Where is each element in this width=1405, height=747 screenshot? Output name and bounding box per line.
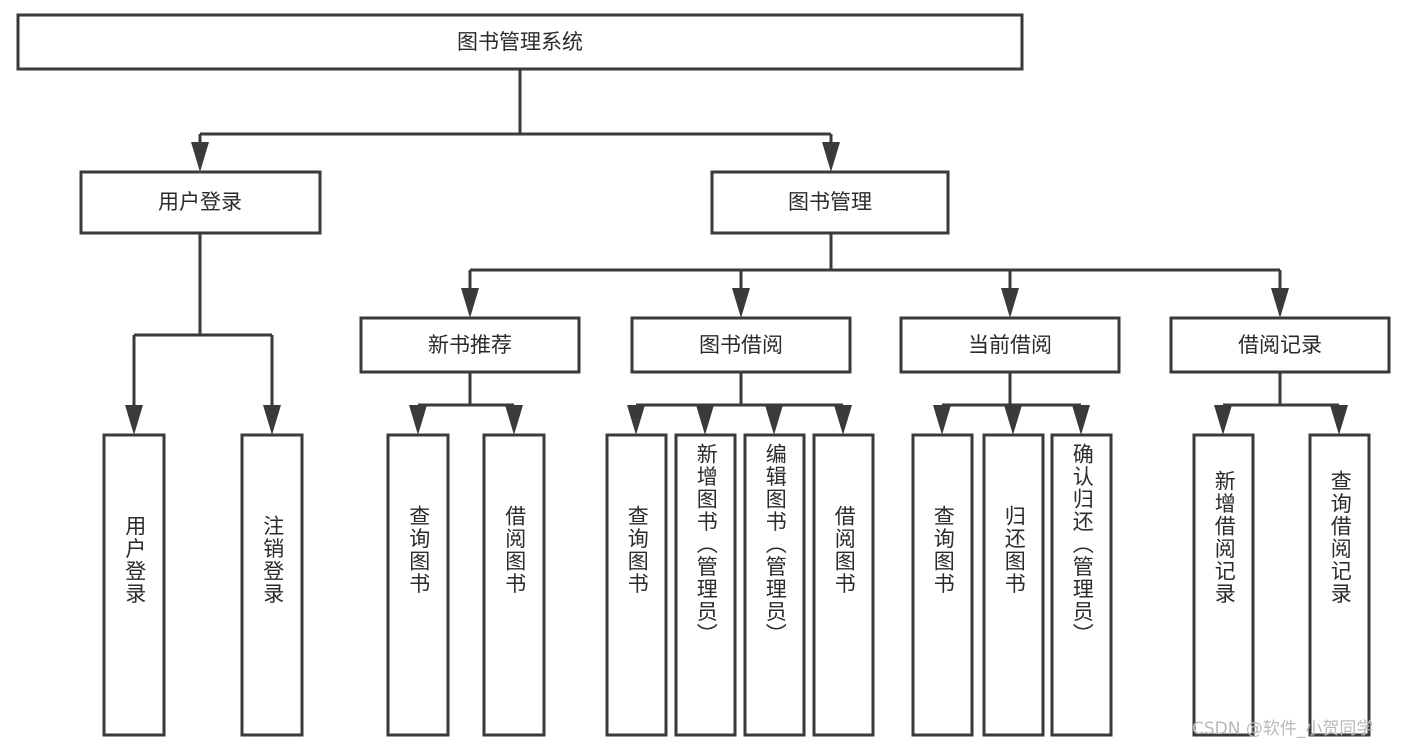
node-leaf-borrow-book-2[interactable]: [812, 433, 875, 737]
node-borrow-record[interactable]: [1169, 316, 1391, 374]
arrow-head-new-book-rec: [461, 288, 479, 318]
node-root[interactable]: [16, 13, 1024, 71]
node-new-book-rec-label: 新书推荐: [428, 333, 512, 357]
arrow-head-leaf-return-book: [1004, 405, 1022, 435]
arrow-head-current-borrow: [1001, 288, 1019, 318]
node-borrow-record-label: 借阅记录: [1238, 333, 1322, 357]
node-user-login-label: 用户登录: [158, 190, 242, 214]
node-current-borrow-label: 当前借阅: [968, 333, 1052, 357]
node-leaf-edit-book[interactable]: [743, 433, 806, 737]
node-leaf-borrow-book-1[interactable]: [482, 433, 546, 737]
node-current-borrow[interactable]: [899, 316, 1121, 374]
node-root-label: 图书管理系统: [457, 30, 583, 54]
node-leaf-query-book-2[interactable]: [605, 433, 668, 737]
node-book-manage-label: 图书管理: [788, 190, 872, 214]
watermark: CSDN @软件_小贺同学: [1192, 719, 1374, 739]
arrow-head-borrow-record: [1271, 288, 1289, 318]
boxes-layer: 图书管理系统 用户登录 图书管理 新书推荐 图书借阅 当前借阅 借阅记录: [16, 13, 1391, 737]
node-leaf-query-record[interactable]: [1308, 433, 1371, 737]
node-leaf-query-book-3[interactable]: [911, 433, 974, 737]
node-new-book-rec[interactable]: [359, 316, 581, 374]
arrow-head-book-manage: [822, 142, 840, 172]
arrow-head-leaf-user-login: [125, 405, 143, 435]
arrow-head-user-login: [191, 142, 209, 172]
arrow-head-leaf-confirm-return: [1072, 405, 1090, 435]
node-leaf-add-record[interactable]: [1192, 433, 1255, 737]
node-leaf-confirm-return[interactable]: [1050, 433, 1113, 737]
arrow-head-leaf-borrow-book-1: [505, 405, 523, 435]
node-leaf-query-book-1[interactable]: [386, 433, 450, 737]
node-book-borrow[interactable]: [630, 316, 852, 374]
arrow-head-leaf-query-book-3: [933, 405, 951, 435]
node-book-borrow-label: 图书借阅: [699, 333, 783, 357]
arrow-head-leaf-add-book: [696, 405, 714, 435]
node-leaf-user-login[interactable]: [102, 433, 166, 737]
connectors-layer: [125, 69, 1348, 435]
node-book-manage[interactable]: [710, 170, 950, 235]
node-leaf-return-book[interactable]: [982, 433, 1045, 737]
arrow-head-leaf-query-record: [1330, 405, 1348, 435]
arrow-head-leaf-query-book-1: [409, 405, 427, 435]
node-user-login[interactable]: [79, 170, 322, 235]
node-leaf-user-logout[interactable]: [240, 433, 304, 737]
node-leaf-add-book[interactable]: [674, 433, 737, 737]
arrow-head-leaf-query-book-2: [627, 405, 645, 435]
arrow-head-book-borrow: [732, 288, 750, 318]
arrow-head-leaf-edit-book: [765, 405, 783, 435]
arrow-head-leaf-borrow-book-2: [834, 405, 852, 435]
arrow-head-leaf-add-record: [1214, 405, 1232, 435]
arrow-head-leaf-user-logout: [263, 405, 281, 435]
